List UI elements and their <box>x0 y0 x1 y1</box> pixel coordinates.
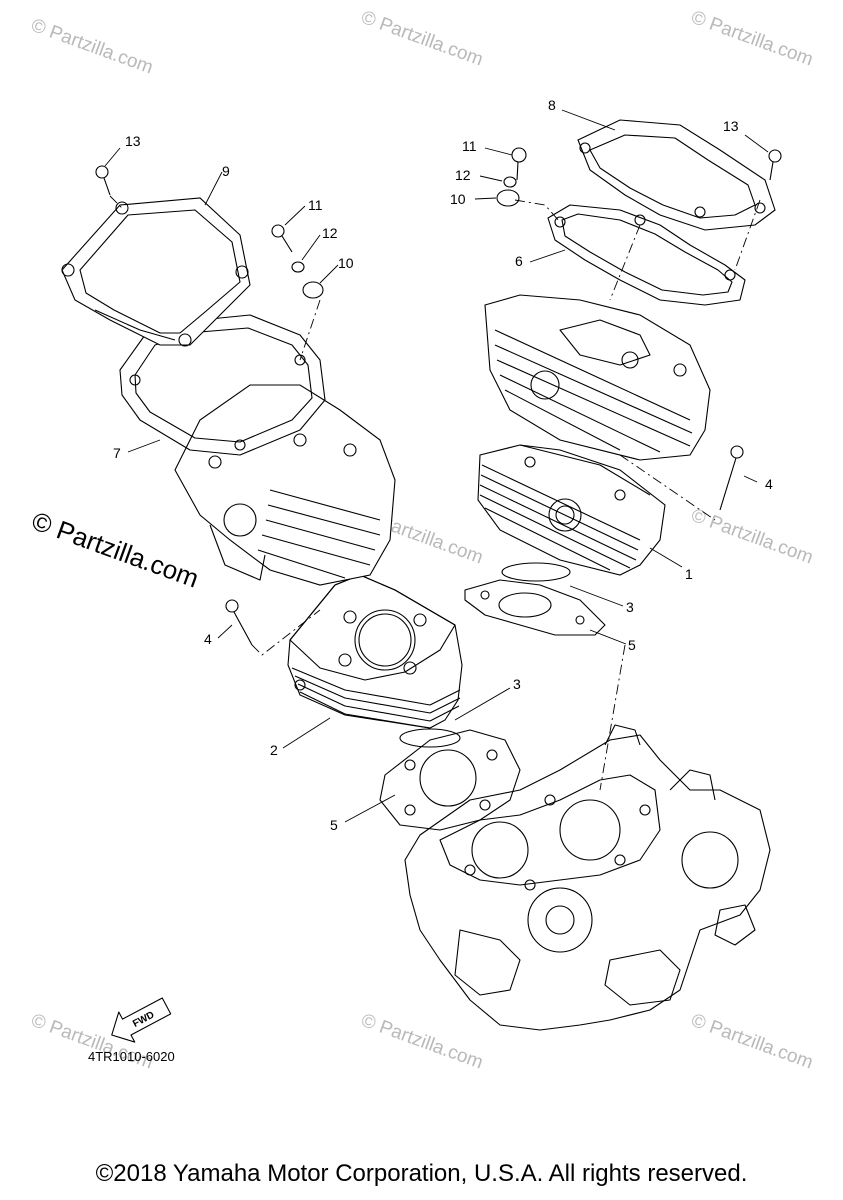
rear-head-cover <box>577 119 776 231</box>
collar-12-left <box>291 261 305 273</box>
bolt-13-right <box>768 149 782 181</box>
bolt-13-left <box>95 165 111 196</box>
front-head-cover <box>61 197 251 347</box>
diagram-code: 4TR1010-6020 <box>88 1049 175 1064</box>
callout-12: 12 <box>455 167 471 183</box>
callout-9: 9 <box>222 163 230 179</box>
bolt-4-right <box>719 445 744 511</box>
watermark: © Partzilla.com <box>688 1010 815 1074</box>
rear-cylinder-gasket <box>464 579 606 636</box>
watermark: © Partzilla.com <box>358 1010 485 1074</box>
callout-5: 5 <box>628 637 636 653</box>
front-cylinder <box>287 574 463 729</box>
rear-o-ring <box>501 562 571 582</box>
copyright-notice: ©2018 Yamaha Motor Corporation, U.S.A. A… <box>95 1160 748 1187</box>
callout-13: 13 <box>125 133 141 149</box>
bolt-4-left <box>225 599 253 646</box>
callout-6: 6 <box>515 253 523 269</box>
callout-1: 1 <box>685 566 693 582</box>
callout-13: 13 <box>723 118 739 134</box>
callout-7: 7 <box>113 445 121 461</box>
grommet-10-left <box>302 281 324 299</box>
watermark: © Partzilla.com <box>28 15 155 79</box>
callout-3: 3 <box>626 599 634 615</box>
bolt-11-right <box>511 147 527 181</box>
callout-5: 5 <box>330 817 338 833</box>
collar-12-right <box>503 176 517 188</box>
callout-2: 2 <box>270 742 278 758</box>
callout-10: 10 <box>450 191 466 207</box>
callout-leaders <box>104 109 769 823</box>
front-o-ring <box>399 728 461 748</box>
callout-11: 11 <box>462 138 477 154</box>
rear-cylinder <box>477 444 666 576</box>
callout-4: 4 <box>765 476 773 492</box>
crankcase <box>404 724 771 1031</box>
callout-4: 4 <box>204 631 212 647</box>
callout-11: 11 <box>308 197 323 213</box>
callouts: 13 9 11 12 10 7 8 11 12 10 13 6 4 1 3 5 … <box>113 97 773 833</box>
watermark-main: © Partzilla.com <box>28 505 203 593</box>
bolt-11-left <box>271 224 293 253</box>
watermark: © Partzilla.com <box>688 7 815 71</box>
grommet-10-right <box>496 189 520 207</box>
front-cylinder-head <box>174 384 396 586</box>
rear-cylinder-head <box>484 294 711 461</box>
callout-8: 8 <box>548 97 556 113</box>
callout-12: 12 <box>322 225 338 241</box>
callout-10: 10 <box>338 255 354 271</box>
rear-cover-gasket <box>547 204 746 306</box>
watermark: © Partzilla.com <box>358 7 485 71</box>
callout-3: 3 <box>513 676 521 692</box>
center-lines <box>109 195 761 791</box>
